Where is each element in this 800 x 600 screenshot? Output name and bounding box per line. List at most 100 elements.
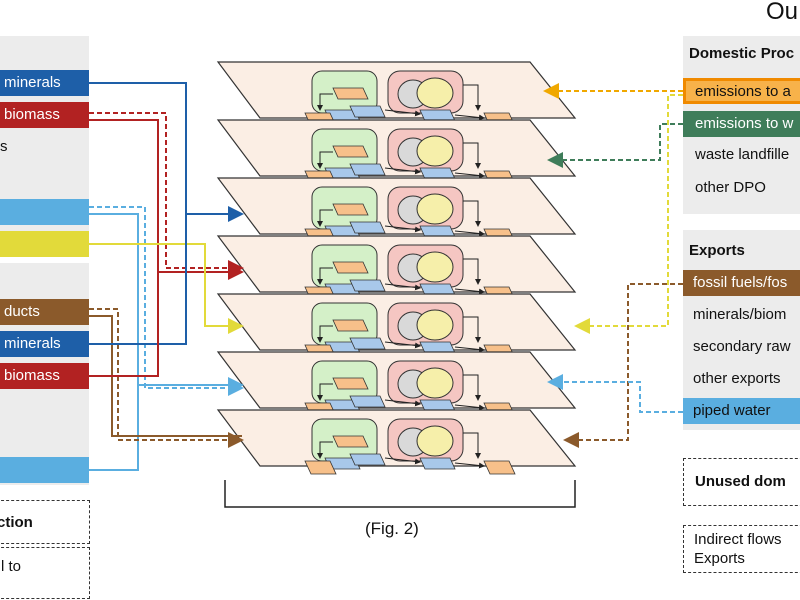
left-fragment-s: s [0,138,8,155]
node-blue-right [419,283,456,296]
connector [454,230,485,237]
node-orange-inner [332,145,369,158]
arrow-piped-water-out [547,374,683,413]
connector [463,258,481,285]
node-orange-inner [332,319,369,332]
diagram-caption: (Fig. 2) [365,519,419,538]
connector [317,325,333,343]
left-dash-box-1: ction [0,500,90,544]
node-orange-inner [332,435,369,448]
node-orange-inner [332,87,369,100]
connector [463,432,481,459]
exports-item-piped-water: piped water [683,398,800,424]
node-blue-right [419,457,456,470]
connector [384,225,421,233]
left-bar-products: ducts [0,299,89,325]
node-blue-right [419,341,456,354]
node-blue-mid [349,395,386,408]
node-orange-right [483,460,516,475]
dpo-item-emissions-air: emissions to a [683,78,800,104]
connector [384,109,421,117]
layer-4 [216,235,577,301]
layer-2 [216,119,577,185]
indirect-flows-box: Indirect flows Exports [683,525,800,573]
exports-item-secondary-raw: secondary raw [693,338,791,355]
connector [454,346,485,353]
connector [454,404,485,411]
connector [463,316,481,343]
connector [463,200,481,227]
layer-6 [216,351,577,417]
layer-7 [216,409,577,475]
indirect-flows-line2: Exports [694,550,745,567]
connector [317,441,333,459]
unused-domestic-box: Unused dom [683,458,800,506]
exports-item-fossil-fuels: fossil fuels/fos [683,270,800,296]
unused-domestic-text: Unused dom [695,473,786,490]
node-blue-right [419,109,456,122]
layer-5 [216,293,577,359]
stock-circle-yellow [416,425,454,457]
dpo-item-other-dpo: other DPO [695,179,766,196]
arrow-yellow [89,243,244,334]
dpo-item-emissions-water: emissions to w [683,111,800,137]
node-blue-right [419,399,456,412]
node-blue-right [419,225,456,238]
stock-circle-yellow [416,251,454,283]
arrows-group [89,82,683,471]
arrow-fossil-out [563,283,683,448]
connector [384,341,421,349]
stock-circle-yellow [416,77,454,109]
node-blue-right [419,167,456,180]
connector [384,283,421,291]
stock-circle-yellow [416,309,454,341]
node-blue-mid [349,163,386,176]
left-dash-box-2-text: l to [1,558,22,575]
exports-item-minerals-biomass: minerals/biom [693,306,787,323]
node-blue-mid [349,105,386,118]
stock-circle-yellow [416,193,454,225]
left-dash-box-2: l to [0,547,90,599]
output-title: Ou [766,0,799,25]
layer-3 [216,177,577,243]
left-bar-minerals: minerals [0,70,89,96]
left-bar-water-2 [0,457,89,483]
connector [454,114,485,121]
indirect-flows-line1: Indirect flows [694,531,782,548]
connector [454,172,485,179]
node-orange-inner [332,261,369,274]
connector [384,399,421,407]
connector [454,288,485,295]
left-bar-minerals-2: minerals [0,331,89,357]
arrow-water-1a [89,206,244,396]
connector [317,383,333,401]
node-blue-mid [349,279,386,292]
dpo-header: Domestic Proc [689,45,795,62]
diagram-bracket [224,480,576,508]
connector [384,167,421,175]
connector [463,374,481,401]
connector [463,84,481,111]
connector [317,93,333,111]
exports-item-other-exports: other exports [693,370,781,387]
connector [317,151,333,169]
connector [463,142,481,169]
connector [384,457,421,465]
exports-header: Exports [689,242,745,259]
left-bar-biomass: biomass [0,102,89,128]
node-blue-mid [349,453,386,466]
connector [317,267,333,285]
arrow-minerals-2 [89,83,187,345]
arrow-biomass-1b [89,119,244,280]
connector [454,462,485,469]
stock-circle-yellow [416,135,454,167]
arrow-biomass-2 [89,270,159,377]
dpo-item-waste-landfilled: waste landfille [695,146,790,163]
arrow-yellow-out [574,94,683,334]
arrow-emissions-water [547,123,683,168]
node-orange-inner [332,203,369,216]
left-bar-yellow [0,231,89,257]
exports-panel [683,230,800,430]
left-bar-biomass-2: biomass [0,363,89,389]
